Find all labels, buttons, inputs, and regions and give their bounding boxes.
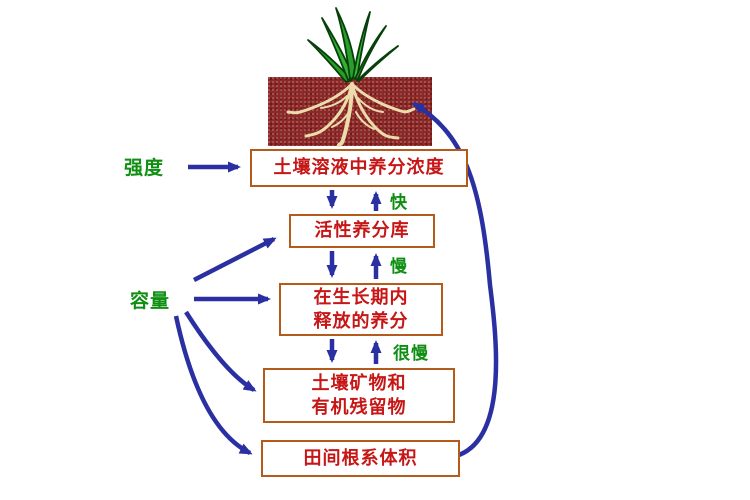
soil-block: [268, 77, 432, 146]
box-field-root-volume: 田间根系体积: [261, 440, 460, 477]
box-minerals-line1: 土壤矿物和: [311, 373, 407, 395]
box-soil-solution-label: 土壤溶液中养分浓度: [273, 157, 445, 179]
box-active-nutrient-pool: 活性养分库: [289, 214, 435, 248]
arrow-capacity-to-active-pool: [192, 236, 277, 283]
box-minerals-line2: 有机残留物: [311, 396, 407, 418]
label-capacity: 容量: [130, 290, 171, 312]
label-very-slow: 很慢: [393, 344, 429, 364]
plant-leaves: [307, 7, 399, 83]
box-soil-solution-concentration: 土壤溶液中养分浓度: [250, 149, 468, 187]
box-root-volume-label: 田间根系体积: [303, 447, 418, 469]
label-slow: 慢: [390, 257, 408, 277]
box-active-pool-label: 活性养分库: [314, 220, 410, 242]
arrow-capacity-to-minerals: [184, 310, 257, 392]
label-intensity: 强度: [124, 157, 165, 179]
label-fast: 快: [390, 193, 408, 213]
box-released-line2: 释放的养分: [313, 310, 409, 332]
box-nutrients-released-growing-period: 在生长期内 释放的养分: [279, 283, 443, 336]
box-released-line1: 在生长期内: [313, 287, 409, 309]
box-soil-minerals-organic-residues: 土壤矿物和 有机残留物: [263, 368, 455, 423]
arrow-capacity-to-root-volume: [173, 315, 253, 456]
